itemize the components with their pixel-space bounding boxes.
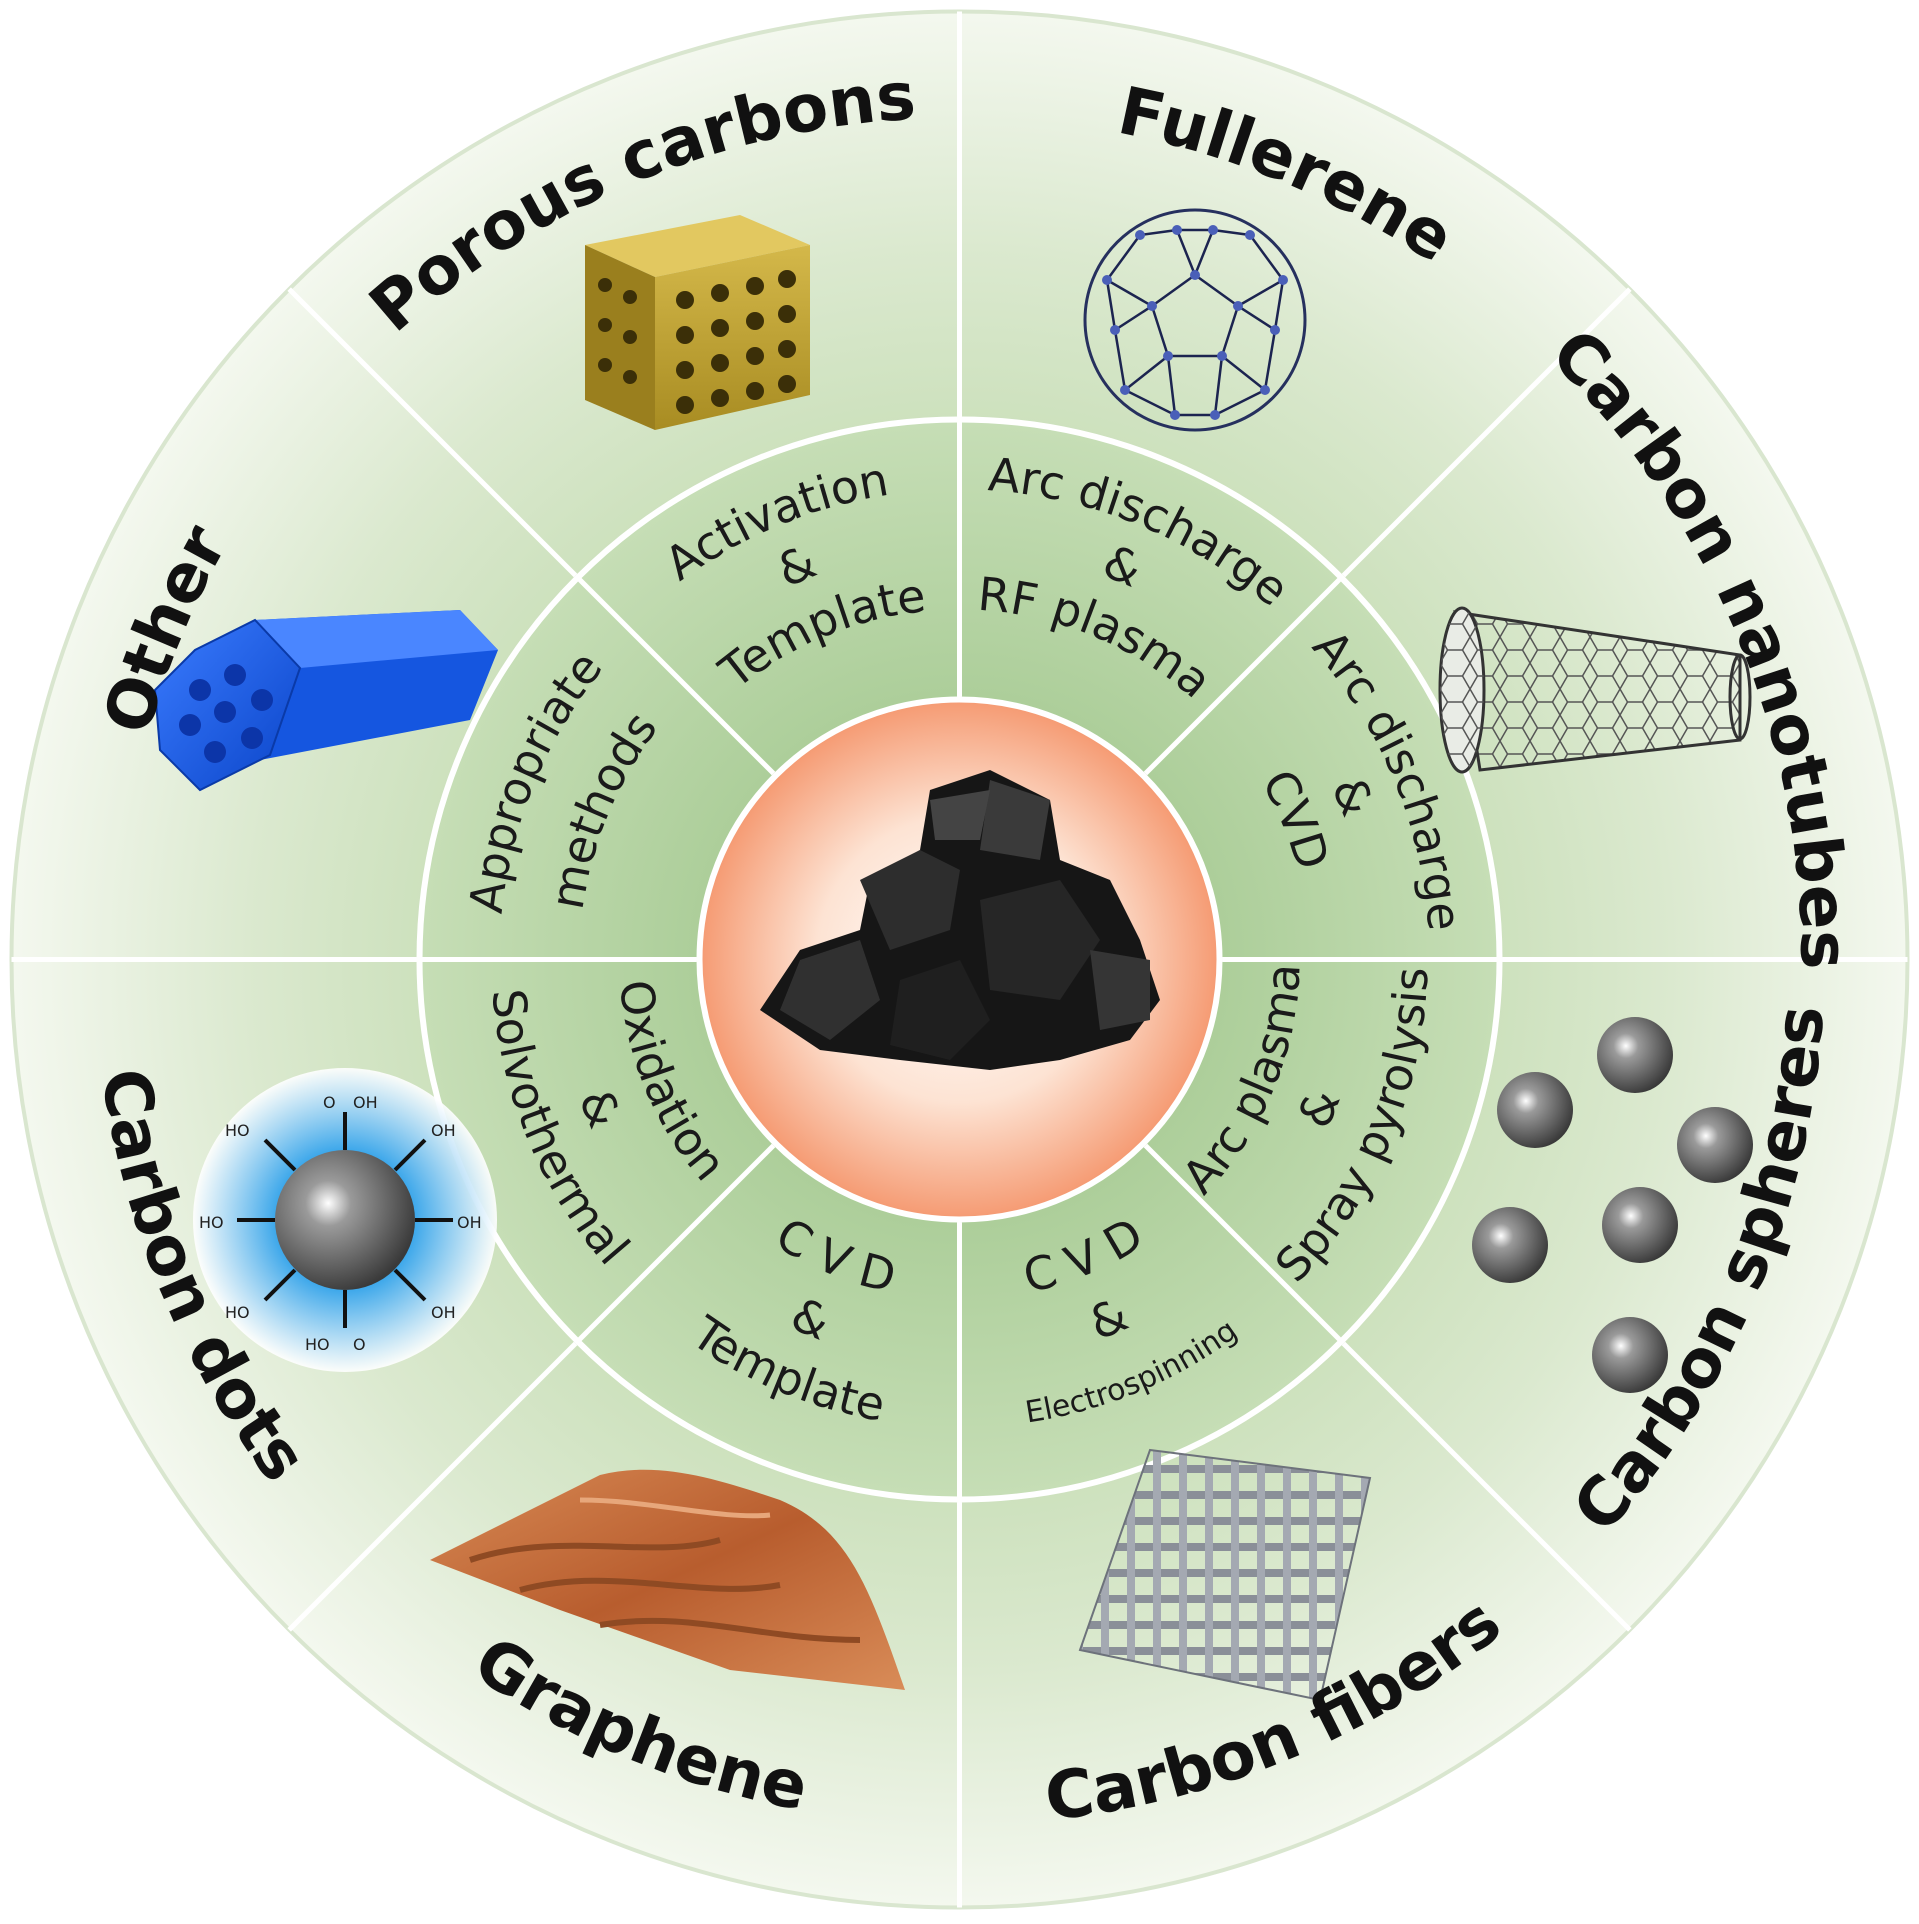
inner-divider-line xyxy=(575,1143,776,1344)
inner-divider-line xyxy=(1143,575,1344,776)
chem-label-oh-top: OH xyxy=(353,1093,378,1112)
chem-label-ho-left: HO xyxy=(199,1213,224,1232)
outer-divider-line xyxy=(287,287,578,578)
outer-divider-line xyxy=(1341,1341,1632,1632)
coal-pile-image xyxy=(760,770,1160,1070)
chem-label-oh-upper-right: OH xyxy=(431,1121,456,1140)
outer-divider-line xyxy=(287,1341,578,1632)
graphene-image xyxy=(430,1469,905,1690)
outer-sector-dividers xyxy=(11,11,1908,1908)
carbon-nanotube-image xyxy=(1438,606,1752,774)
inner-divider-line xyxy=(1143,1143,1344,1344)
other-hexagonal-prism-image xyxy=(153,610,498,792)
chem-label-ho-upper-left: HO xyxy=(225,1121,250,1140)
chem-label-o-top: O xyxy=(323,1093,336,1112)
chem-label-ho-lower-left: HO xyxy=(225,1303,250,1322)
chem-label-ho-bottom: HO xyxy=(305,1335,330,1354)
outer-divider-line xyxy=(1341,287,1632,578)
carbon-dot-image: OH O OH HO OH HO OH HO HO O xyxy=(193,1068,497,1372)
carbon-spheres-image xyxy=(1472,1017,1753,1393)
chem-label-o-bottom: O xyxy=(353,1335,366,1354)
chem-label-oh-lower-right: OH xyxy=(431,1303,456,1322)
method-ring-dividers xyxy=(419,419,1500,1500)
carbon-fibers-image xyxy=(1078,1448,1372,1702)
porous-carbon-cube-image xyxy=(585,215,810,430)
inner-divider-line xyxy=(575,575,776,776)
fullerene-image xyxy=(1083,208,1307,432)
chem-label-oh-right: OH xyxy=(457,1213,482,1232)
